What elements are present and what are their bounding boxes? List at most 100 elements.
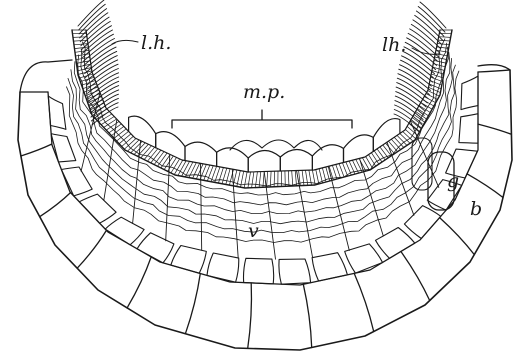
hatch-line: [362, 158, 369, 171]
hatch-line: [437, 44, 449, 45]
hatch-line: [356, 159, 362, 172]
cell-wall: [354, 273, 374, 331]
hatch-line: [131, 141, 143, 153]
hatch-line: [263, 172, 264, 188]
lamella-right: [399, 69, 431, 90]
hatch-line: [391, 139, 400, 149]
hatch-line: [439, 37, 451, 38]
hatch-line: [144, 147, 155, 159]
label-lh-right: lh.: [382, 36, 406, 55]
hatch-line: [267, 171, 268, 187]
cell-wall: [77, 230, 106, 268]
hatch-line: [274, 171, 275, 187]
lamella-right: [418, 7, 445, 33]
hatch-line: [137, 144, 148, 156]
small-cell: [207, 253, 239, 282]
lamella-right: [398, 74, 430, 95]
cell-wall: [478, 124, 511, 134]
small-cell: [48, 96, 66, 129]
cell-wall: [21, 144, 52, 156]
hatch-line: [306, 170, 308, 185]
hatch-line: [252, 172, 254, 188]
lamella-right: [397, 78, 428, 99]
small-cell: [461, 76, 478, 110]
leader-lh-left: [112, 40, 138, 44]
small-cell: [312, 253, 347, 281]
mp-arcs: [230, 140, 322, 150]
cell-wall: [401, 252, 430, 301]
small-cell: [279, 259, 311, 284]
hatch-line: [292, 171, 293, 186]
hatch-line: [244, 172, 247, 188]
outer-cell-layer: [18, 60, 512, 350]
small-cell: [345, 244, 383, 273]
tissue-septum: [232, 169, 238, 258]
cell-wall: [303, 284, 311, 347]
hatch-line: [74, 44, 88, 45]
hatch-line: [336, 165, 341, 179]
papilla-cell: [185, 142, 217, 166]
cell-wall: [248, 283, 252, 349]
hatch-line: [431, 77, 443, 81]
right-arm-top: [478, 65, 510, 70]
hatch-line: [182, 161, 190, 176]
cell-wall: [478, 70, 510, 72]
small-cell: [459, 114, 478, 144]
hatch-line: [196, 164, 203, 179]
hatch-line: [435, 57, 447, 60]
cell-wall: [440, 218, 475, 255]
hatch-line: [226, 169, 230, 185]
hatch-line: [332, 165, 337, 179]
hatch-line: [178, 161, 186, 176]
papilla-cell: [248, 150, 280, 172]
hatch-line: [295, 171, 296, 186]
hatch-line: [319, 169, 322, 183]
label-g: g: [447, 172, 459, 191]
hatch-line: [438, 40, 450, 41]
hatch-line: [75, 47, 89, 49]
cell-wall: [40, 193, 71, 217]
label-v: v: [248, 222, 259, 241]
hatch-line: [76, 54, 90, 56]
label-mp: m.p.: [243, 83, 285, 102]
fiber-line: [82, 39, 445, 186]
tissue-septum: [133, 141, 141, 224]
tissue-septum: [264, 172, 275, 260]
hatch-line: [193, 163, 200, 178]
mp-bracket: [172, 110, 352, 128]
hatch-line: [302, 170, 304, 185]
papilla-cell: [217, 148, 249, 172]
papilla-cell: [280, 149, 312, 171]
hatch-line: [434, 60, 446, 63]
hatch-line: [369, 155, 376, 167]
hatch-line: [377, 149, 385, 160]
cell-wall: [127, 257, 151, 308]
middle-contour: [48, 72, 478, 285]
hatch-line: [407, 126, 417, 135]
tissue-septum: [166, 154, 170, 241]
lamella-right: [415, 15, 443, 40]
tissue-septum: [297, 171, 313, 258]
left-arm-top: [20, 60, 72, 92]
hatch-line: [322, 168, 326, 182]
hatch-line: [158, 153, 168, 166]
hatch-line: [394, 137, 404, 147]
hatch-line: [127, 140, 139, 151]
hatch-line: [386, 143, 395, 154]
hatch-line: [288, 171, 289, 186]
lamella-right: [400, 65, 432, 87]
hatch-line: [316, 170, 319, 184]
small-cell: [171, 246, 207, 274]
small-cell: [137, 233, 174, 263]
hatch-line: [437, 47, 449, 49]
small-cell: [376, 228, 415, 259]
hatch-line: [309, 170, 312, 185]
lamella-right: [420, 2, 446, 28]
cell-wall: [467, 174, 503, 198]
papilla-cell: [373, 119, 400, 152]
papilla-cell: [129, 116, 156, 148]
label-b: b: [470, 200, 482, 219]
hatch-line: [189, 163, 196, 178]
